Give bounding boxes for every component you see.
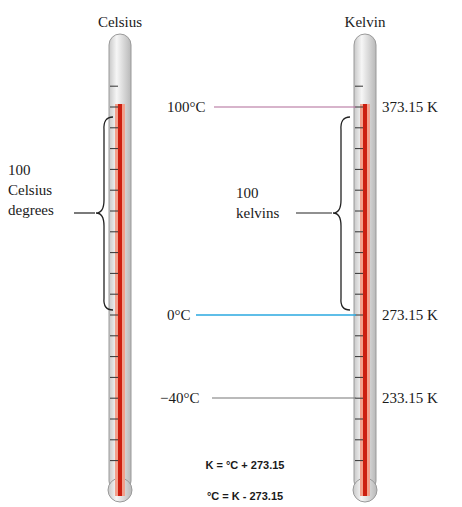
tick-mark bbox=[110, 419, 118, 420]
tick-mark bbox=[110, 190, 118, 191]
scale-title: Kelvin bbox=[345, 12, 386, 32]
tick-mark bbox=[355, 356, 363, 357]
tick-mark bbox=[355, 377, 363, 378]
tick-mark bbox=[355, 252, 363, 253]
minus-forty-line bbox=[212, 397, 356, 398]
tick-mark bbox=[110, 211, 118, 212]
brace-leader bbox=[296, 212, 332, 213]
tick-mark bbox=[110, 460, 118, 461]
temperature-label: 233.15 K bbox=[382, 388, 438, 408]
tick-mark bbox=[110, 252, 118, 253]
tick-mark bbox=[355, 294, 363, 295]
tick-mark bbox=[110, 86, 118, 87]
temperature-label: 0°C bbox=[167, 305, 191, 325]
tick-mark bbox=[355, 211, 363, 212]
tick-mark bbox=[110, 127, 118, 128]
celsius-brace bbox=[96, 117, 113, 310]
temperature-label: −40°C bbox=[160, 388, 199, 408]
tick-mark bbox=[110, 356, 118, 357]
tick-mark bbox=[110, 148, 118, 149]
tick-mark bbox=[355, 398, 363, 399]
temperature-label: 273.15 K bbox=[382, 305, 438, 325]
conversion-formula: K = °C + 273.15 bbox=[205, 455, 284, 475]
scale-title: Celsius bbox=[98, 12, 142, 32]
tick-mark bbox=[110, 231, 118, 232]
tick-mark bbox=[110, 273, 118, 274]
interval-label: 100 kelvins bbox=[236, 183, 294, 223]
tick-mark bbox=[355, 439, 363, 440]
tick-mark bbox=[355, 231, 363, 232]
temperature-label: 373.15 K bbox=[382, 97, 438, 117]
tick-mark bbox=[355, 148, 363, 149]
interval-label: 100 Celsius degrees bbox=[8, 160, 72, 220]
tick-mark bbox=[355, 419, 363, 420]
tick-mark bbox=[355, 86, 363, 87]
brace-leader bbox=[74, 212, 95, 213]
tick-mark bbox=[355, 460, 363, 461]
tick-mark bbox=[110, 335, 118, 336]
tick-mark bbox=[110, 398, 118, 399]
kelvin-thermometer bbox=[353, 34, 377, 502]
temperature-label: 100°C bbox=[167, 97, 206, 117]
celsius-thermometer bbox=[108, 34, 132, 502]
tick-mark bbox=[355, 335, 363, 336]
tick-mark bbox=[355, 273, 363, 274]
conversion-formula: °C = K - 273.15 bbox=[207, 486, 283, 506]
boiling-line bbox=[214, 106, 356, 107]
tick-mark bbox=[110, 294, 118, 295]
tick-mark bbox=[110, 107, 118, 108]
freezing-line bbox=[196, 314, 356, 316]
tick-mark bbox=[355, 315, 363, 316]
tick-mark bbox=[110, 169, 118, 170]
kelvin-brace bbox=[333, 117, 350, 310]
tick-mark bbox=[355, 107, 363, 108]
tick-mark bbox=[110, 315, 118, 316]
tick-mark bbox=[110, 377, 118, 378]
tick-mark bbox=[110, 439, 118, 440]
tick-mark bbox=[355, 190, 363, 191]
tick-mark bbox=[355, 169, 363, 170]
tick-mark bbox=[355, 127, 363, 128]
